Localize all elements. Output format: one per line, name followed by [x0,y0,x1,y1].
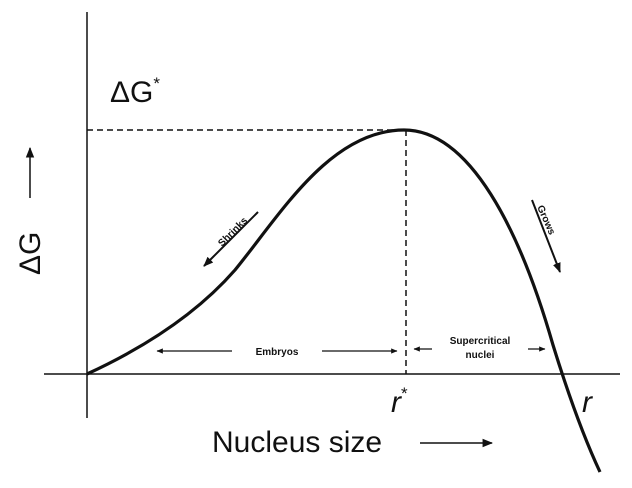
supercritical-label-line1: Supercritical [450,336,511,347]
y-axis-label-group: ΔG [14,232,47,275]
x-axis-label: Nucleus size [212,426,382,459]
shrinks-annotation: Shrinks [203,211,259,267]
y-axis-label: ΔG [14,232,47,275]
r-label: r [582,386,593,419]
grows-label: Grows [534,204,557,237]
shrinks-arrow [203,211,259,267]
embryos-label: Embryos [256,347,299,358]
delta-g-star-label: ΔG* [110,74,160,109]
grows-arrow [531,199,561,273]
supercritical-label-line2: nuclei [466,350,495,361]
free-energy-curve [86,128,602,473]
shrinks-label: Shrinks [216,215,250,249]
r-star-label: r* [391,384,408,419]
grows-annotation: Grows [531,199,561,273]
